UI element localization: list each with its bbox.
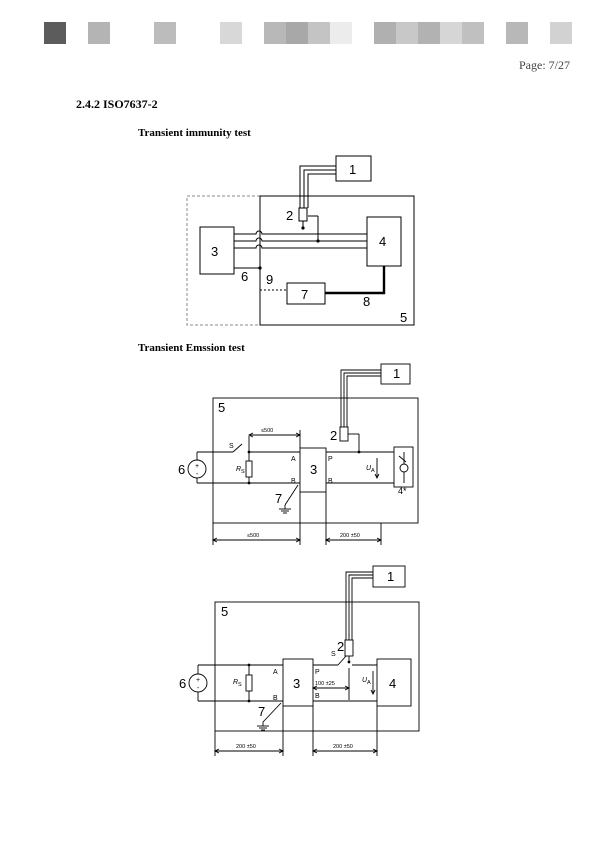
fig3-label-a: A (273, 669, 278, 676)
fig3-box-3 (282, 658, 314, 707)
logo-tile (462, 22, 484, 44)
logo-tile (88, 22, 110, 44)
fig2-label-4: 4* (398, 486, 407, 496)
fig2-box-1 (380, 363, 411, 385)
logo-tile (308, 22, 330, 44)
logo-tile (264, 22, 286, 44)
fig2-label-7: 7 (275, 491, 282, 506)
fig1-label-7: 7 (301, 287, 308, 302)
fig1-frame-5 (259, 195, 415, 326)
fig2-label-a: A (291, 456, 296, 463)
page-number: Page: 7/27 (519, 58, 570, 72)
fig3-label-7: 7 (258, 704, 265, 719)
immunity-heading: Transient immunity test (138, 127, 251, 139)
fig2-label-p: P (328, 456, 333, 463)
fig2-dim-bottom-left: ≤500 (247, 533, 259, 539)
fig1-label-5: 5 (400, 310, 407, 325)
fig2-label-ua: U (366, 465, 372, 472)
fig3-dim-inner: 100 ±25 (315, 681, 335, 687)
fig2-label-b-left: B (291, 478, 296, 485)
fig2-label-5: 5 (218, 400, 225, 415)
logo-tile (506, 22, 528, 44)
fig2-label-minus: - (196, 471, 199, 478)
logo-tile (330, 22, 352, 44)
fig3-label-rs-sub: S (238, 682, 242, 688)
section-title: 2.4.2 ISO7637-2 (76, 97, 158, 111)
fig1-label-2: 2 (286, 208, 293, 223)
fig3-resistor-rs (245, 674, 253, 692)
fig2-frame-5 (212, 397, 419, 524)
fig3-label-minus: - (197, 685, 200, 692)
fig3-label-ua: U (362, 677, 368, 684)
fig1-label-1: 1 (349, 162, 356, 177)
fig2-dim-bottom-right: 200 ±50 (340, 533, 360, 539)
fig1-box-1 (335, 155, 372, 182)
logo-tile (220, 22, 242, 44)
fig3-label-s: S (331, 651, 336, 658)
fig3-label-b-right: B (315, 693, 320, 700)
logo-tile (286, 22, 308, 44)
fig3-label-2: 2 (337, 639, 344, 654)
fig2-label-plus: + (195, 463, 199, 470)
fig2-label-s: S (229, 443, 234, 450)
fig1-label-8: 8 (363, 294, 370, 309)
fig2-label-rs: R (236, 466, 241, 473)
fig2-label-ua-sub: A (371, 468, 375, 474)
logo-tile (154, 22, 176, 44)
logo-tile (396, 22, 418, 44)
fig2-dim-top: ≤500 (261, 428, 273, 434)
fig3-label-p: P (315, 669, 320, 676)
fig3-label-6: 6 (179, 676, 186, 691)
fig2-label-3: 3 (310, 462, 317, 477)
fig1-label-9: 9 (266, 272, 273, 287)
fig2-box-4 (393, 446, 414, 488)
fig2-label-6: 6 (178, 462, 185, 477)
fig3-label-plus: + (196, 677, 200, 684)
fig3-dim-bottom-right: 200 ±50 (333, 744, 353, 750)
fig1-frame-dashed (186, 195, 260, 326)
emission-heading: Transient Emssion test (138, 342, 245, 354)
fig3-label-4: 4 (389, 676, 396, 691)
fig1-label-3: 3 (211, 244, 218, 259)
fig1-label-4: 4 (379, 234, 386, 249)
fig3-frame-5 (214, 601, 420, 732)
fig1-label-6: 6 (241, 269, 248, 284)
fig3-box-4 (376, 658, 412, 707)
fig3-box-1 (372, 565, 406, 588)
fig3-probe-2 (344, 639, 354, 657)
fig3-label-5: 5 (221, 604, 228, 619)
fig2-box-3 (299, 447, 327, 493)
fig3-dim-bottom-left: 200 ±50 (236, 744, 256, 750)
logo-tile (418, 22, 440, 44)
fig2-label-rs-sub: S (241, 469, 245, 475)
fig2-label-b-right: B (328, 478, 333, 485)
fig1-box-3 (199, 226, 235, 275)
logo-tile (550, 22, 572, 44)
logo-tile (44, 22, 66, 44)
fig3-label-rs: R (233, 679, 238, 686)
logo-tile (374, 22, 396, 44)
fig3-label-3: 3 (293, 676, 300, 691)
fig2-label-1: 1 (393, 366, 400, 381)
fig3-label-ua-sub: A (367, 680, 371, 686)
fig3-label-b-left: B (273, 695, 278, 702)
fig2-label-2: 2 (330, 428, 337, 443)
fig3-label-1: 1 (387, 569, 394, 584)
logo-tile (440, 22, 462, 44)
